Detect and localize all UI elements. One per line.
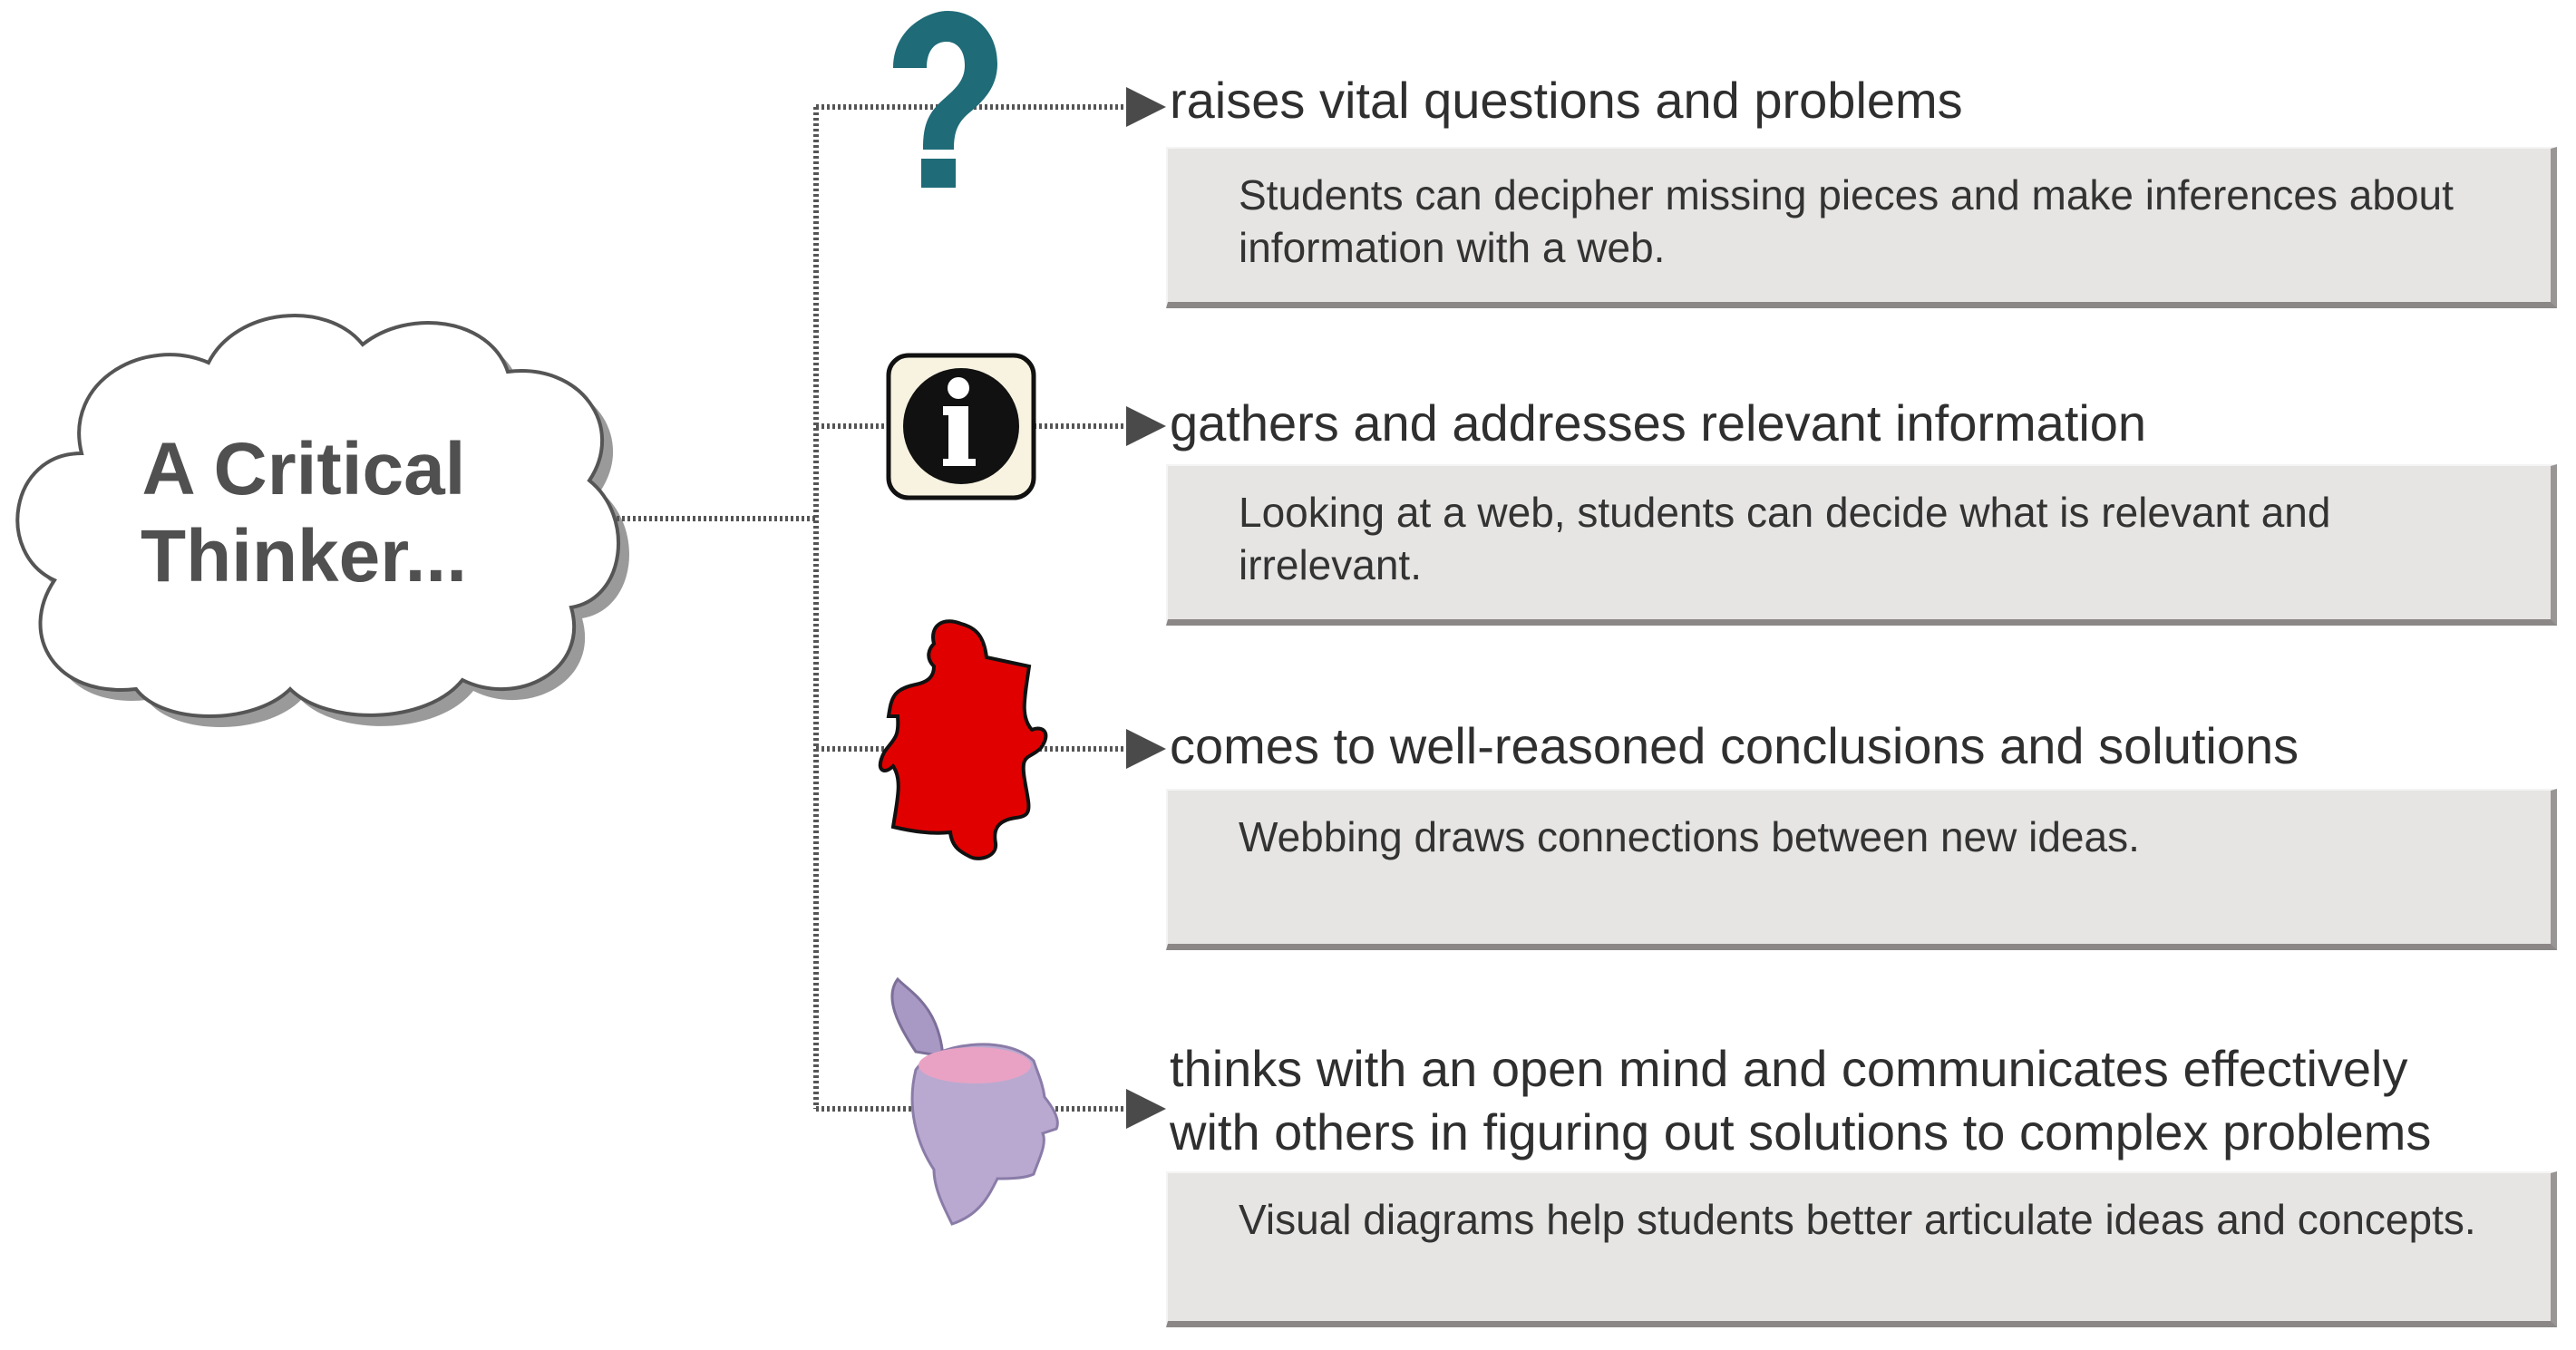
arrowhead-2: [1126, 406, 1166, 446]
branch-3-headline: comes to well-reasoned conclusions and s…: [1170, 717, 2299, 774]
branch-2-description-box: Looking at a web, students can decide wh…: [1166, 464, 2557, 626]
branch-4-headline-line2: with others in figuring out solutions to…: [1170, 1103, 2432, 1161]
question-mark-icon: [893, 11, 997, 188]
branch-3-description-box: Webbing draws connections between new id…: [1166, 789, 2557, 950]
open-head-icon: [890, 976, 1059, 1226]
branch-1-description-box: Students can decipher missing pieces and…: [1166, 147, 2557, 308]
central-node-label: A Critical Thinker...: [91, 426, 517, 600]
branch-1-description: Students can decipher missing pieces and…: [1239, 171, 2454, 271]
info-icon: [886, 353, 1036, 500]
branch-1-headline: raises vital questions and problems: [1170, 72, 1963, 129]
branch-4-description: Visual diagrams help students better art…: [1239, 1196, 2476, 1243]
branch-2-description: Looking at a web, students can decide wh…: [1239, 489, 2331, 588]
puzzle-piece-icon: [878, 619, 1048, 860]
central-node-line2: Thinker...: [141, 515, 467, 597]
branch-2-headline: gathers and addresses relevant informati…: [1170, 394, 2147, 452]
arrowhead-1: [1126, 87, 1166, 127]
arrowhead-4: [1126, 1089, 1166, 1129]
arrowhead-3: [1126, 729, 1166, 769]
branch-4-headline-line1: thinks with an open mind and communicate…: [1170, 1040, 2408, 1097]
central-node-line1: A Critical: [141, 428, 466, 510]
cloud-shape: [15, 313, 620, 718]
connector-lines: [617, 104, 1124, 1112]
branch-4-description-box: Visual diagrams help students better art…: [1166, 1171, 2557, 1327]
branch-3-description: Webbing draws connections between new id…: [1239, 813, 2140, 860]
